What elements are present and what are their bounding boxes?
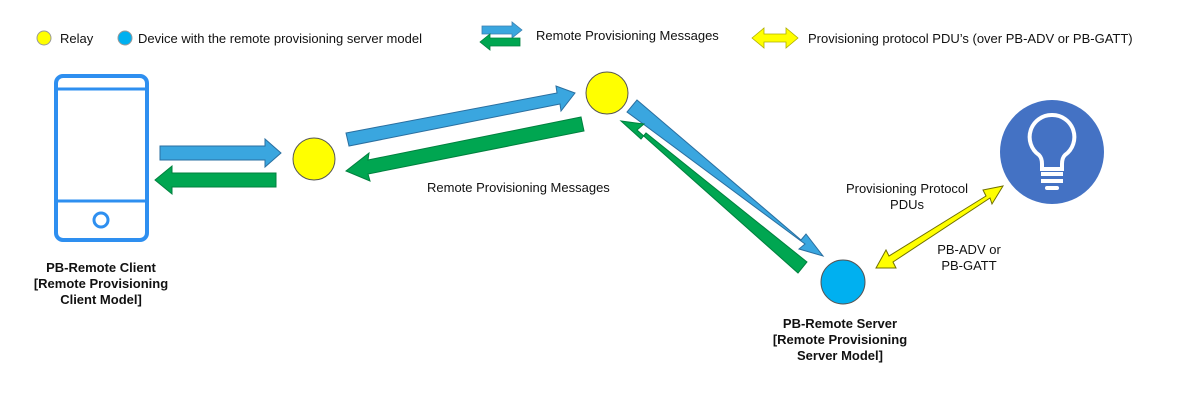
legend-relay-label: Relay [60,31,94,46]
bearer-label-1: PB-ADV or [937,242,1001,257]
arrow-relay2-to-relay1 [345,116,585,182]
server-subtitle-1: [Remote Provisioning [772,332,908,347]
legend-messages-label: Remote Provisioning Messages [536,28,719,43]
arrow-relay2-to-server [626,99,825,257]
arrow-relay-to-client [154,164,277,196]
pdus-label-1: Provisioning Protocol [845,181,969,196]
client-subtitle-2: Client Model] [60,292,142,307]
lightbulb-icon [1000,100,1104,204]
server-title: PB-Remote Server [782,316,898,331]
messages-label: Remote Provisioning Messages [427,180,610,195]
legend-yellow-double-arrow [751,27,799,49]
legend-device-label: Device with the remote provisioning serv… [138,31,422,46]
pdus-label-2: PDUs [890,197,924,212]
arrow-client-to-relay [159,137,282,169]
client-title: PB-Remote Client [46,260,156,275]
smartphone-icon [54,74,149,242]
legend-green-arrow [479,33,521,51]
client-subtitle-1: [Remote Provisioning [33,276,169,291]
relay-node-2 [585,71,629,115]
legend-relay-dot [36,30,52,46]
relay-node-1 [292,137,336,181]
server-subtitle-2: Server Model] [797,348,883,363]
legend-blue-arrow [481,21,523,39]
legend-device-dot [117,30,133,46]
arrow-server-to-relay2 [619,120,808,274]
remote-server-node [820,259,866,305]
arrow-pdu-double [875,185,1005,269]
arrow-relay1-to-relay2 [345,85,576,147]
bearer-label-2: PB-GATT [941,258,997,273]
legend-pdus-label: Provisioning protocol PDU’s (over PB-ADV… [808,31,1133,46]
